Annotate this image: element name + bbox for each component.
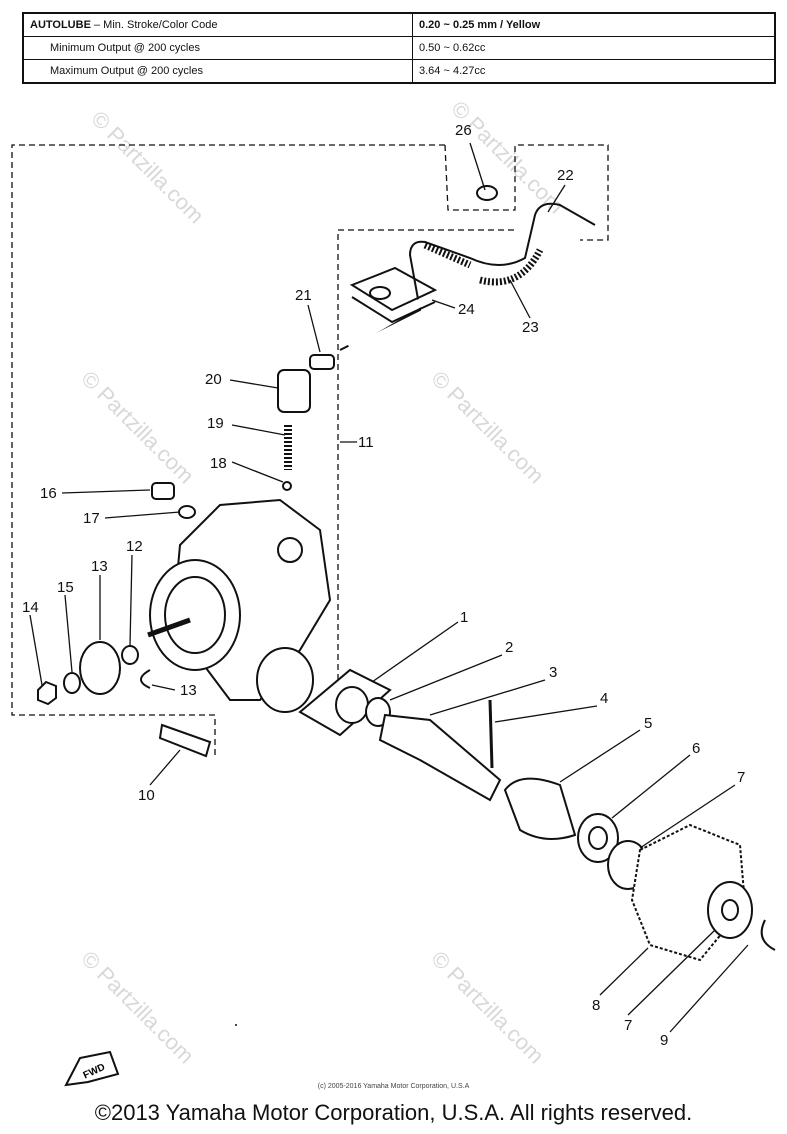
pin-4: [488, 699, 494, 769]
drive-assembly: [298, 668, 776, 962]
group-outline: [11, 144, 609, 755]
pump-group-outline: [11, 144, 445, 755]
grommet-25-base: [351, 296, 436, 324]
callout-17: 16: [40, 485, 57, 502]
washer-18: [178, 505, 196, 519]
callout-26: 26: [455, 122, 472, 139]
pump-drum-face: [164, 576, 226, 654]
callout-24: 23: [522, 319, 539, 336]
leader-lines: [29, 142, 749, 1033]
spec-value: 0.50 ~ 0.62cc: [412, 36, 776, 60]
callout-5: 5: [644, 715, 652, 732]
callout-18: 17: [83, 510, 100, 527]
callout-8: 8: [592, 997, 600, 1014]
clip-14: [140, 669, 151, 689]
callout-19: 18: [210, 455, 227, 472]
fwd-arrow-icon: [64, 1050, 120, 1087]
grommet-25-hole: [369, 286, 391, 300]
callout-12: 12: [126, 538, 143, 555]
watermark: © Partzilla.com: [426, 946, 549, 1069]
copyright-small: (c) 2005-2016 Yamaha Motor Corporation, …: [317, 1083, 470, 1090]
banjo-bolt-26: [476, 185, 498, 201]
pump-flange: [256, 647, 314, 713]
callout-14: 13: [180, 682, 197, 699]
washer-12: [121, 645, 139, 665]
washer-16: [63, 672, 81, 694]
screw-10: [158, 723, 212, 758]
autolube-pump: [37, 369, 332, 758]
callout-7a: 7: [737, 769, 745, 786]
copyright: ©2013 Yamaha Motor Corporation, U.S.A. A…: [94, 1100, 693, 1125]
spec-row: Minimum Output @ 200 cycles 0.50 ~ 0.62c…: [22, 36, 776, 60]
washer-7b-hole: [721, 899, 739, 921]
spec-label: Minimum Output @ 200 cycles: [22, 36, 413, 60]
spec-row: AUTOLUBE – Min. Stroke/Color Code 0.20 ~…: [22, 12, 776, 37]
watermark: © Partzilla.com: [446, 96, 569, 219]
callout-25: 24: [458, 301, 475, 318]
pump-outlet: [277, 537, 303, 563]
callout-2: 2: [505, 639, 513, 656]
callout-9: 9: [660, 1032, 668, 1049]
callout-15: 14: [22, 599, 39, 616]
fwd-arrow: FWD: [64, 1050, 120, 1087]
callout-1: 1: [460, 609, 468, 626]
pump-shaft: [147, 617, 191, 638]
watermark: © Partzilla.com: [76, 946, 199, 1069]
bushing-5: [503, 777, 577, 840]
oil-line: [309, 185, 596, 370]
callout-6: 6: [692, 740, 700, 757]
bearing-6-inner: [588, 826, 608, 850]
grommet-25: [349, 266, 438, 312]
fitting-group-outline: [444, 144, 609, 241]
hose-spring-24b: [479, 248, 544, 286]
circlip-9: [760, 919, 776, 951]
gasket-1-hole: [335, 686, 369, 724]
plate-13: [79, 641, 121, 695]
callout-20: 19: [207, 415, 224, 432]
pipe-inner: [345, 296, 428, 349]
watermark: © Partzilla.com: [426, 366, 549, 489]
spec-label: Maximum Output @ 200 cycles: [22, 59, 413, 84]
callout-22: 21: [295, 287, 312, 304]
callout-13: 13: [91, 558, 108, 575]
oil-delivery-pipe: [339, 202, 596, 351]
callout-23: 22: [557, 167, 574, 184]
screw-17: [151, 482, 175, 500]
spec-row: Maximum Output @ 200 cycles 3.64 ~ 4.27c…: [22, 59, 776, 84]
spec-table: AUTOLUBE – Min. Stroke/Color Code 0.20 ~…: [22, 12, 776, 84]
callouts: 26 22 23 24 21 20 19 18 11 16 17 12 13 1…: [22, 122, 745, 1049]
cap-21: [277, 369, 311, 413]
nut-22: [309, 354, 335, 370]
callout-21: 20: [205, 371, 222, 388]
callout-4: 4: [600, 690, 608, 707]
callout-3: 3: [549, 664, 557, 681]
hose-spring-24: [423, 241, 472, 269]
pump-group-outline-right: [337, 229, 515, 690]
ball-19: [282, 481, 292, 491]
drive-shaft-3: [378, 713, 502, 802]
callout-7b: 7: [624, 1017, 632, 1034]
callout-16: 15: [57, 579, 74, 596]
callout-10: 10: [138, 787, 155, 804]
watermark: © Partzilla.com: [86, 106, 209, 229]
nut-15: [37, 680, 57, 706]
callout-11: 11: [358, 434, 374, 451]
watermark: © Partzilla.com: [76, 366, 199, 489]
speck: [235, 1024, 237, 1026]
spec-value: 3.64 ~ 4.27cc: [412, 59, 776, 84]
